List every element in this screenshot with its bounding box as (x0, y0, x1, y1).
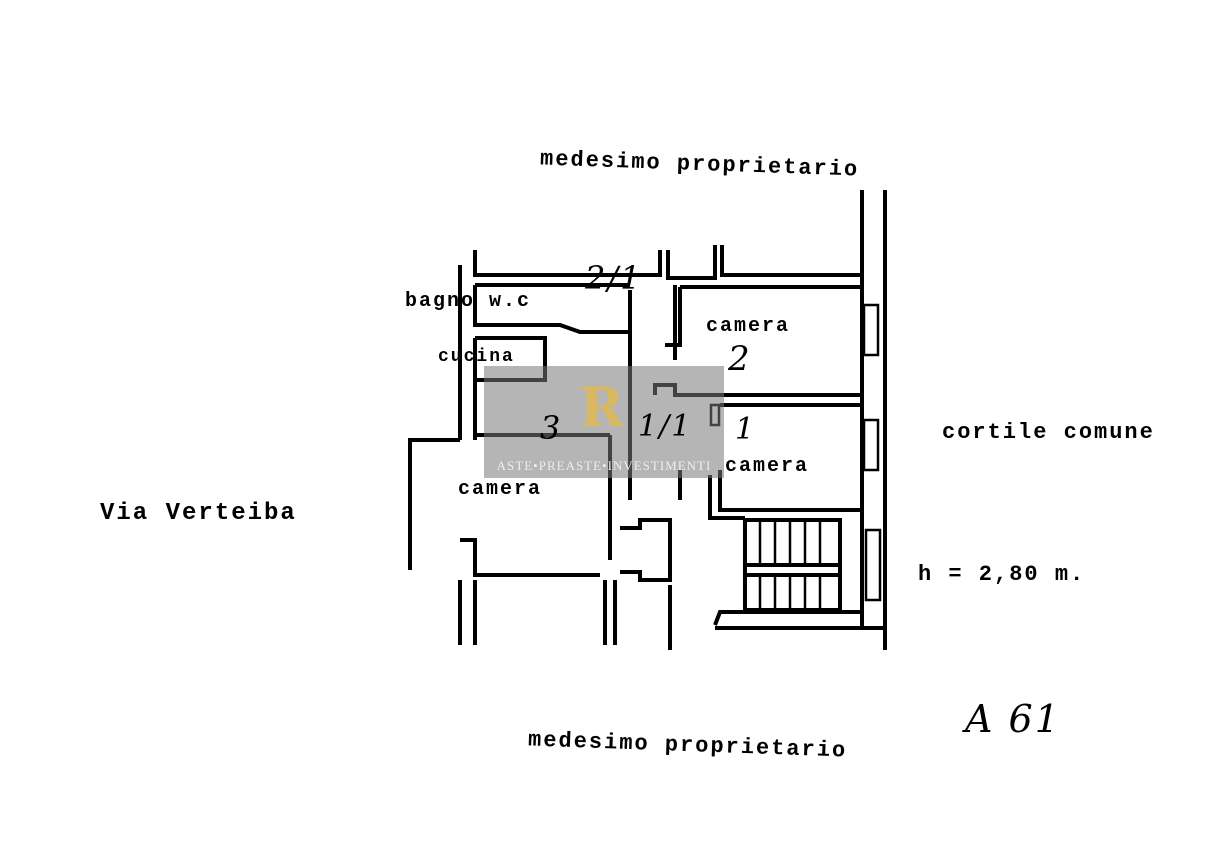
watermark: R ASTE•PREASTE•INVESTIMENTI (484, 366, 724, 478)
room-label-bathroom: bagno w.c (405, 290, 532, 313)
room-label-bedroom-left: camera (458, 478, 543, 501)
courtyard-label: cortile comune (942, 420, 1155, 445)
room-label-bedroom-right: camera (725, 455, 810, 478)
handwritten-note: 3 (540, 409, 563, 447)
room-label-kitchen: cucina (438, 347, 515, 367)
ceiling-height-label: h = 2,80 m. (918, 562, 1086, 587)
street-label: Via Verteiba (100, 500, 297, 527)
handwritten-note: 1 (735, 412, 757, 447)
watermark-logo: R (579, 375, 624, 439)
room-label-bedroom-top: camera (706, 315, 791, 338)
handwritten-note: 1/1 (638, 409, 693, 444)
handwritten-note: 2/1 (585, 259, 643, 297)
watermark-text: ASTE•PREASTE•INVESTIMENTI (496, 458, 712, 473)
handwritten-note: 2 (728, 339, 752, 379)
sheet-code: A 61 (965, 697, 1061, 741)
